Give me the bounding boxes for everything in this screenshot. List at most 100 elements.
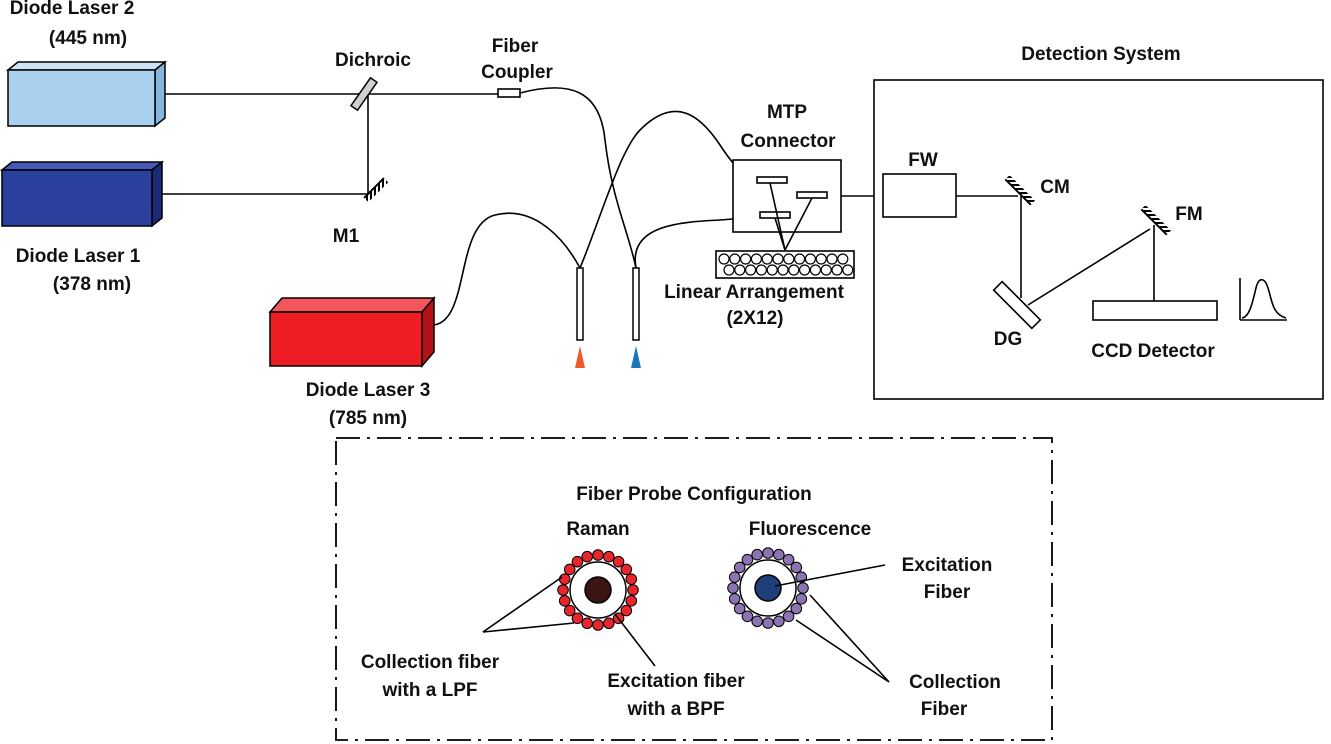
array-fiber xyxy=(777,264,789,276)
slot1-to-array xyxy=(769,182,786,251)
laser2-name: Diode Laser 2 xyxy=(10,0,135,19)
linear-arrangement-label-1: Linear Arrangement xyxy=(664,282,845,303)
diode-laser-3 xyxy=(268,295,436,369)
laser2-side xyxy=(154,60,166,128)
pointer-raman-collection-1 xyxy=(482,576,563,633)
diode-laser-2 xyxy=(5,60,168,128)
fluor-excitation-label-1: Excitation xyxy=(902,555,993,576)
mtp-slot-3 xyxy=(759,211,791,219)
array-fiber xyxy=(723,264,735,276)
collection-fiber xyxy=(571,612,584,625)
collection-fiber xyxy=(557,584,569,596)
probe-blue-tip xyxy=(631,346,641,368)
focusing-mirror-fm xyxy=(1140,205,1171,236)
linear-arrangement-fibers xyxy=(718,253,854,276)
collection-fiber xyxy=(795,593,808,605)
fluorescence-excitation-core xyxy=(754,574,782,602)
collection-fiber xyxy=(727,582,739,594)
laser3-wavelength: (785 nm) xyxy=(329,408,407,429)
mtp-label-1: MTP xyxy=(767,102,807,123)
array-fiber xyxy=(739,253,752,265)
laser1-wavelength: (378 nm) xyxy=(53,274,131,295)
collection-fiber xyxy=(627,584,639,596)
collection-fiber xyxy=(797,582,809,594)
raman-excitation-core xyxy=(584,576,612,604)
slot2-to-array xyxy=(784,197,813,251)
collection-fiber xyxy=(751,548,763,561)
fm-label: FM xyxy=(1175,204,1202,225)
fluor-collection-label-1: Collection xyxy=(909,672,1001,693)
collection-fiber xyxy=(625,595,638,607)
m1-label: M1 xyxy=(333,226,360,247)
array-fiber xyxy=(793,253,806,265)
array-fiber xyxy=(718,253,730,265)
array-fiber xyxy=(783,253,795,265)
linear-arrangement-label-2: (2X12) xyxy=(726,308,783,329)
array-fiber xyxy=(729,253,741,265)
array-fiber xyxy=(744,264,757,276)
laser2-wavelength: (445 nm) xyxy=(49,28,127,49)
cm-label: CM xyxy=(1040,177,1070,198)
array-fiber xyxy=(842,264,854,276)
collection-fiber xyxy=(728,593,741,605)
laser1-side xyxy=(151,160,163,228)
collection-fiber xyxy=(612,555,625,568)
slot3-to-array xyxy=(774,217,786,251)
mtp-slot-2 xyxy=(796,191,828,199)
mtp-slot-1 xyxy=(756,176,788,184)
ccd-label: CCD Detector xyxy=(1091,341,1215,362)
probe-red-tip xyxy=(575,346,585,368)
fiber-coupler xyxy=(497,88,521,98)
collection-fiber xyxy=(782,610,795,623)
collection-fiber xyxy=(625,573,638,585)
fluorescence-collection-ring xyxy=(727,547,809,629)
collection-fiber xyxy=(620,563,633,576)
raman-collection-ring xyxy=(557,549,639,631)
dichroic-filter xyxy=(349,76,379,112)
raman-excitation-label-1: Excitation fiber xyxy=(607,671,745,692)
pointer-fluor-excitation xyxy=(774,564,886,587)
collection-fiber xyxy=(733,561,746,574)
pointer-raman-collection-2 xyxy=(482,622,575,633)
dichroic-label: Dichroic xyxy=(335,50,411,71)
mtp-label-2: Connector xyxy=(741,131,837,152)
raman-excitation-label-2: with a BPF xyxy=(626,699,724,720)
collection-fiber xyxy=(762,547,774,559)
fiber-coupler-label-1: Fiber xyxy=(492,36,539,57)
collection-fiber xyxy=(571,555,584,568)
collection-fiber xyxy=(563,563,576,576)
probe-config-box xyxy=(335,437,1053,741)
array-fiber xyxy=(820,264,832,276)
raman-collection-label-1: Collection fiber xyxy=(361,652,500,673)
collection-fiber xyxy=(592,549,604,561)
array-fiber xyxy=(826,253,838,265)
pointer-fluor-collection-1 xyxy=(809,594,890,683)
fw-label: FW xyxy=(908,150,938,171)
laser1-name: Diode Laser 1 xyxy=(16,246,141,267)
collection-fiber xyxy=(558,595,571,607)
collection-fiber xyxy=(790,561,803,574)
diffraction-grating xyxy=(992,280,1042,330)
fiber-laser3-to-red-probe xyxy=(433,212,581,326)
collection-fiber xyxy=(751,615,763,628)
dg-to-fm xyxy=(1027,228,1151,306)
array-fiber xyxy=(761,253,773,265)
raman-collection-label-2: with a LPF xyxy=(382,680,478,701)
collection-fiber xyxy=(620,604,633,617)
collection-fiber xyxy=(728,571,741,583)
collection-fiber xyxy=(581,550,593,563)
dg-label: DG xyxy=(994,329,1023,350)
probe-blue-tube xyxy=(632,267,640,341)
collection-fiber xyxy=(558,573,571,585)
filter-wheel xyxy=(882,173,957,218)
collection-fiber xyxy=(773,615,785,628)
probe-config-title: Fiber Probe Configuration xyxy=(576,484,811,505)
collection-fiber xyxy=(741,610,754,623)
collection-fiber xyxy=(603,550,615,563)
detection-system-box xyxy=(873,79,1324,400)
laser1-top xyxy=(0,161,165,171)
fiber-coupler-to-blue-probe xyxy=(519,87,637,269)
fiber-coupler-label-2: Coupler xyxy=(481,62,553,83)
array-fiber xyxy=(755,264,768,276)
